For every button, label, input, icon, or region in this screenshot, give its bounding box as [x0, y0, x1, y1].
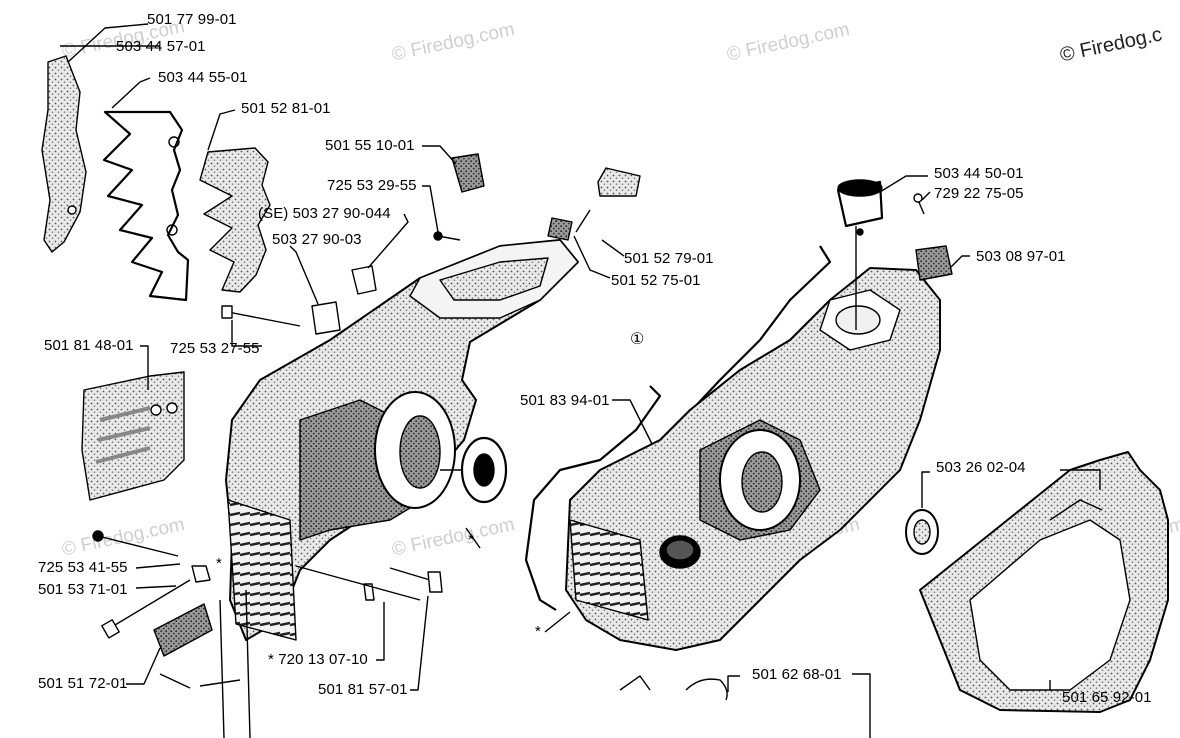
leader-line	[422, 145, 457, 165]
bumper-spike	[41, 55, 87, 253]
switch-block	[915, 245, 953, 281]
leader-line	[376, 602, 385, 661]
gasket-outline	[689, 245, 832, 413]
part-label: 725 53 41-55	[38, 559, 128, 576]
star-mark: *	[268, 651, 274, 668]
damper-block	[153, 603, 213, 657]
cooling-grill-left	[227, 499, 297, 641]
bolt	[389, 567, 431, 581]
part-label: 501 53 71-01	[38, 581, 128, 598]
part-label-text: (SE) 503 27 90-04	[258, 205, 383, 222]
part-label: 501 81 48-01	[44, 337, 134, 354]
part-label: * 720 13 07-10	[268, 652, 368, 668]
plug-303	[351, 265, 377, 295]
part-label: 501 52 79-01	[624, 250, 714, 267]
leader-line	[601, 239, 625, 257]
leader-line	[140, 345, 149, 390]
leader-line	[231, 320, 262, 347]
leader-line	[295, 565, 421, 601]
leader-line	[135, 563, 181, 569]
part-label: 503 08 97-01	[976, 248, 1066, 265]
part-label: 501 65 92-01	[1062, 689, 1152, 706]
leader-line	[921, 191, 931, 201]
leader-line	[207, 109, 236, 151]
leader-line	[544, 611, 571, 633]
leader-line	[879, 175, 928, 193]
star-mark: *	[216, 555, 222, 572]
bumper-plate	[102, 110, 190, 302]
screw-long	[227, 311, 301, 327]
leader-line	[949, 255, 970, 269]
leader-line	[727, 675, 740, 692]
part-label: 501 77 99-01	[147, 11, 237, 28]
part-label: 503 26 02-04	[936, 459, 1026, 476]
cap-plug	[451, 153, 485, 193]
plug-304	[311, 301, 341, 335]
part-label: 501 52 81-01	[241, 100, 331, 117]
circled-one-mark: ①	[630, 331, 645, 348]
leader-line	[410, 595, 429, 691]
leader-line	[573, 235, 611, 279]
bumper-plate-dark	[199, 147, 271, 293]
part-label: 501 83 94-01	[520, 392, 610, 409]
part-label-text: 720 13 07-10	[278, 651, 368, 668]
gasket-outline	[524, 385, 662, 611]
part-label: 503 44 50-01	[934, 165, 1024, 182]
gasket-small	[547, 217, 573, 241]
cooling-grill-right	[569, 519, 649, 621]
pin	[363, 583, 375, 601]
part-label: 725 53 29-55	[327, 177, 417, 194]
leader-line	[465, 527, 481, 549]
leader-line	[135, 585, 177, 589]
screw-bottom-3	[159, 673, 191, 689]
spring-clip	[575, 167, 641, 233]
part-label: 501 62 68-01	[752, 666, 842, 683]
leader-line	[289, 245, 319, 305]
guide-bar-plate	[81, 371, 185, 501]
part-label: 503 44 57-01	[116, 38, 206, 55]
leader-line	[921, 471, 930, 508]
leader-line	[111, 77, 151, 109]
part-label: (SE) 503 27 90-044	[258, 206, 391, 222]
star-mark: *	[468, 531, 474, 548]
part-label: 729 22 75-05	[934, 185, 1024, 202]
leader-line	[612, 399, 661, 461]
screw-bottom-1	[97, 535, 179, 557]
part-label: 501 52 75-01	[611, 272, 701, 289]
part-label: 501 81 57-01	[318, 681, 408, 698]
screw-bottom-2	[109, 579, 191, 629]
leader-line	[367, 213, 409, 269]
nut	[191, 565, 211, 583]
part-label: 501 55 10-01	[325, 137, 415, 154]
leader-line	[422, 185, 439, 233]
part-label: 503 27 90-03	[272, 231, 362, 248]
ring-clip	[685, 678, 728, 701]
part-label: 725 53 27-55	[170, 340, 260, 357]
leader-line	[126, 647, 161, 685]
bracket	[852, 673, 871, 738]
part-label: 503 44 55-01	[158, 69, 248, 86]
star-mark: *	[535, 623, 541, 640]
part-label-suffix: 4	[382, 205, 391, 222]
part-label: 501 51 72-01	[38, 675, 128, 692]
leader-line	[67, 23, 149, 63]
